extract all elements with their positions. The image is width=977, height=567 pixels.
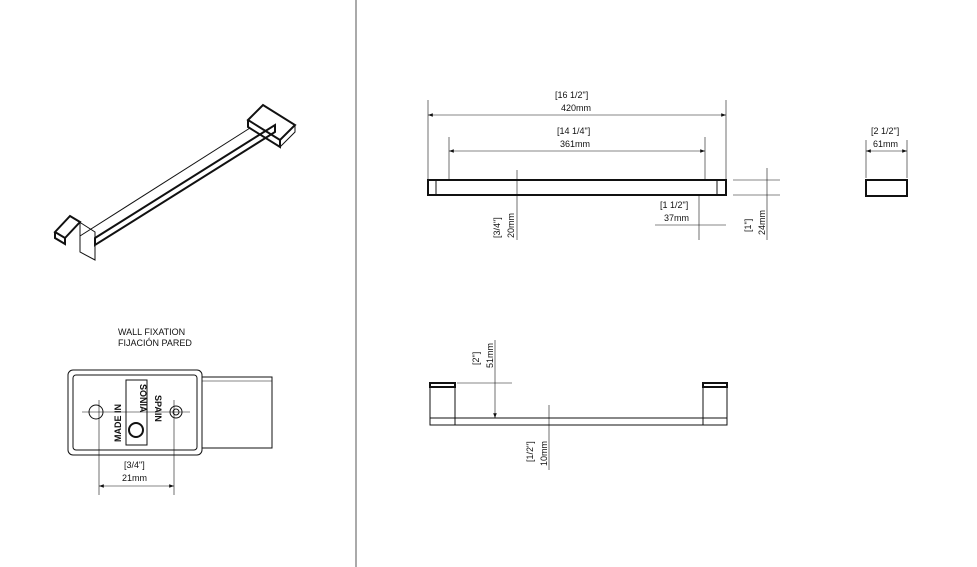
height-inch: [1"]: [743, 219, 753, 232]
side-view: [2 1/2"] 61mm: [865, 126, 908, 197]
wall-fixation-title-es: FIJACIÓN PARED: [118, 338, 192, 348]
overall-length-mm: 420mm: [561, 103, 591, 113]
front-view: [2"] 51mm [1/2"] 10mm: [429, 340, 728, 470]
dim-inch: [3/4"]: [124, 460, 145, 470]
wall-fixation-view: WALL FIXATION FIJACIÓN PARED MADE IN SON…: [67, 327, 273, 495]
top-view: [16 1/2"] 420mm [14 1/4"] 361mm [3/4"] 2…: [427, 90, 780, 240]
spain-text: SPAIN: [153, 395, 163, 422]
thickness-mm: 10mm: [539, 441, 549, 466]
height-mm: 24mm: [757, 210, 767, 235]
thickness-inch: [1/2"]: [525, 441, 535, 462]
end-inch: [1 1/2"]: [660, 200, 688, 210]
depth-mm: 61mm: [873, 139, 898, 149]
bar-width-inch: [3/4"]: [492, 217, 502, 238]
centers-mm: 361mm: [560, 139, 590, 149]
bar-width-mm: 20mm: [506, 213, 516, 238]
brand-text: SONIA: [138, 384, 148, 413]
projection-mm: 51mm: [485, 343, 495, 368]
overall-length-inch: [16 1/2"]: [555, 90, 588, 100]
depth-inch: [2 1/2"]: [871, 126, 899, 136]
wall-fixation-title: WALL FIXATION: [118, 327, 185, 337]
end-mm: 37mm: [664, 213, 689, 223]
projection-inch: [2"]: [471, 352, 481, 365]
dim-mm: 21mm: [122, 473, 147, 483]
made-in-text: MADE IN: [113, 404, 123, 442]
isometric-view: [53, 103, 297, 261]
brand-logo-icon: [128, 422, 144, 438]
centers-inch: [14 1/4"]: [557, 126, 590, 136]
